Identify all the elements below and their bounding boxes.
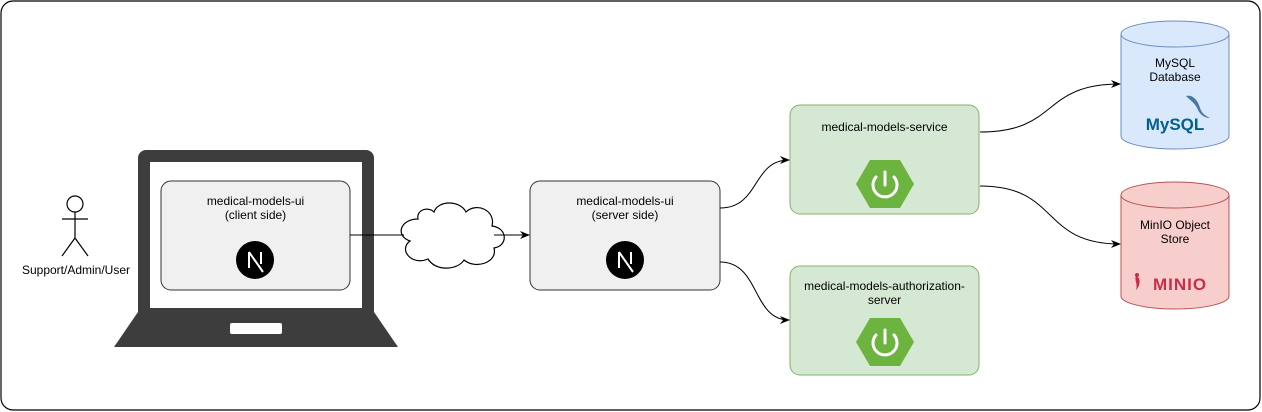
connector-service-mysql (979, 80, 1121, 133)
user-actor-icon (61, 195, 89, 257)
mysql-logo-text: MySQL (1146, 115, 1205, 134)
connector-server-auth (719, 261, 790, 324)
spring-power-icon (856, 160, 914, 208)
connectors (350, 80, 1121, 324)
server-side-label: medical-models-ui (server side) (576, 194, 674, 222)
mysql-dolphin-icon (1186, 95, 1210, 118)
minio-label: MinIO Object Store (1139, 218, 1211, 246)
service-label: medical-models-service (821, 120, 948, 134)
connector-service-minio (979, 185, 1121, 248)
service-box (789, 104, 980, 215)
nextjs-icon (236, 241, 274, 279)
minio-store-cylinder (1120, 181, 1230, 310)
authorization-label: medical-models-authorization- server (804, 279, 965, 307)
connector-server-service (719, 156, 790, 209)
nextjs-icon (606, 241, 644, 279)
minio-bird-icon (1135, 273, 1140, 290)
minio-logo-text: MINIO (1153, 275, 1207, 294)
actor-label: Support/Admin/User (22, 263, 130, 277)
internet-cloud-icon (400, 202, 505, 269)
client-side-label: medical-models-ui (client side) (206, 194, 305, 222)
mysql-database-cylinder (1120, 20, 1230, 150)
spring-power-icon (856, 318, 914, 366)
server-side-box (529, 180, 721, 291)
mysql-label: MySQL Database (1149, 56, 1201, 84)
